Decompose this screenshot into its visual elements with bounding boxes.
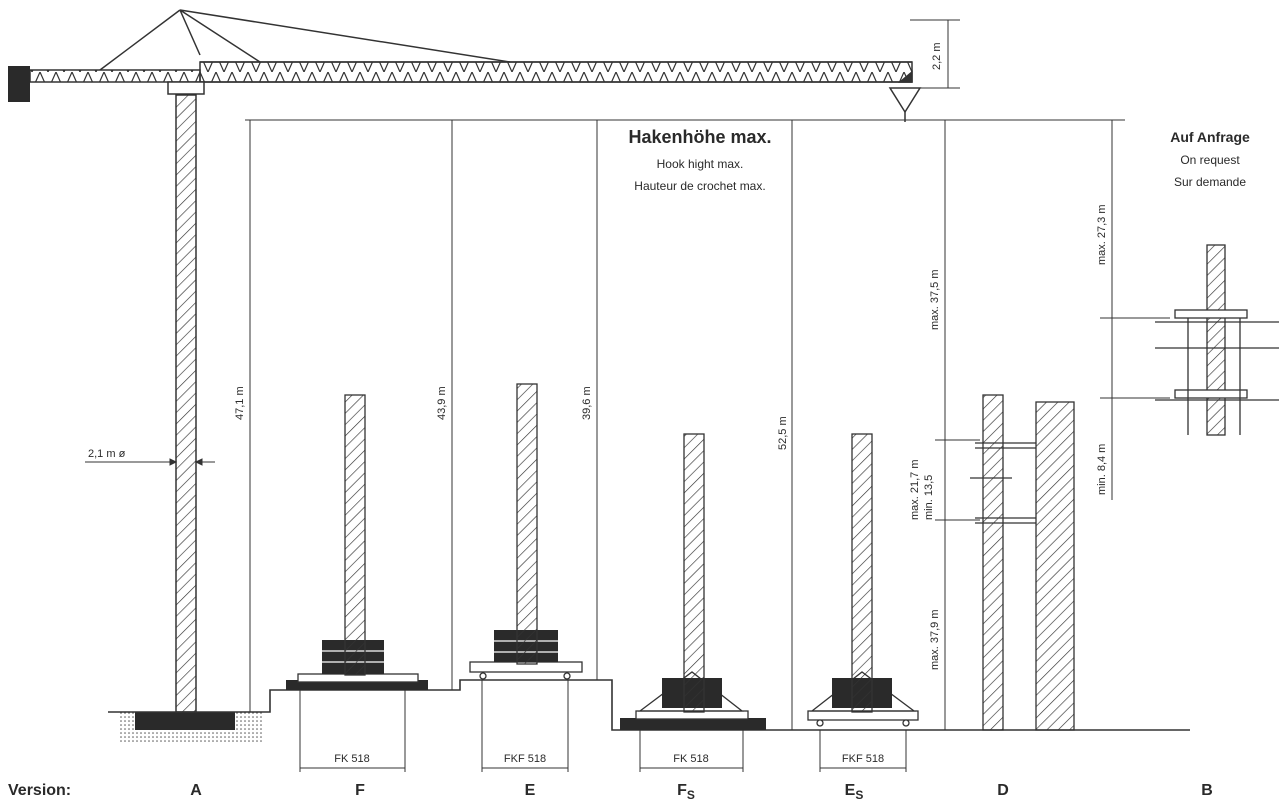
hook-height-fr: Hauteur de crochet max.: [634, 179, 765, 193]
version-Fs-sub: S: [687, 788, 695, 802]
height-label-D-top: max. 37,5 m: [929, 269, 941, 330]
request-fr: Sur demande: [1174, 175, 1246, 189]
version-Es: ES: [845, 782, 864, 802]
version-F: F: [355, 782, 365, 799]
height-label-D-bottom: max. 37,9 m: [929, 609, 941, 670]
height-label-A: 47,1 m: [234, 386, 246, 420]
height-label-F: 43,9 m: [436, 386, 448, 420]
height-label-B-top: max. 27,3 m: [1096, 204, 1108, 265]
version-D: D: [997, 782, 1009, 799]
base-label-E: FKF 518: [504, 753, 546, 765]
version-Es-sub: S: [855, 788, 863, 802]
version-E: E: [525, 782, 536, 799]
version-Es-main: E: [845, 782, 856, 799]
base-label-F: FK 518: [334, 753, 369, 765]
version-A: A: [190, 782, 202, 799]
version-Fs: FS: [677, 782, 695, 802]
height-dimension-lines: [249, 120, 1170, 730]
base-label-Es: FKF 518: [842, 753, 884, 765]
jib-height-dimension: [910, 19, 960, 89]
version-B: B: [1201, 782, 1213, 799]
tower-width-label: 2,1 m ø: [88, 448, 126, 460]
request-title: Auf Anfrage: [1170, 129, 1250, 145]
height-label-Fs: 52,5 m: [777, 416, 789, 450]
jib: [199, 61, 913, 83]
base-label-Fs: FK 518: [673, 753, 708, 765]
height-label-D-mid-min: min. 13,5: [923, 475, 935, 520]
counter-jib: [29, 69, 201, 83]
counterweight: [8, 66, 30, 102]
crane-A: [8, 9, 1190, 744]
crane-D: [970, 394, 1075, 731]
height-label-B-min: min. 8,4 m: [1096, 444, 1108, 495]
tower-width-dimension: [85, 458, 215, 466]
height-label-E: 39,6 m: [581, 386, 593, 420]
height-label-D-mid-max: max. 21,7 m: [909, 459, 921, 520]
hook-height-en: Hook hight max.: [657, 157, 744, 171]
crane-F: [286, 394, 428, 690]
request-en: On request: [1180, 153, 1240, 167]
crane-B: [1155, 244, 1279, 436]
jib-height-label: 2,2 m: [931, 42, 943, 70]
tower-A: [175, 94, 197, 713]
version-Fs-main: F: [677, 782, 687, 799]
version-label: Version:: [8, 782, 71, 799]
base-dimension-lines: [299, 680, 907, 772]
crane-Es: [807, 433, 919, 727]
hook-height-title: Hakenhöhe max.: [628, 127, 771, 147]
foundation-block-A: [135, 712, 235, 730]
crane-Fs: [620, 433, 766, 730]
crane-E: [469, 383, 583, 680]
